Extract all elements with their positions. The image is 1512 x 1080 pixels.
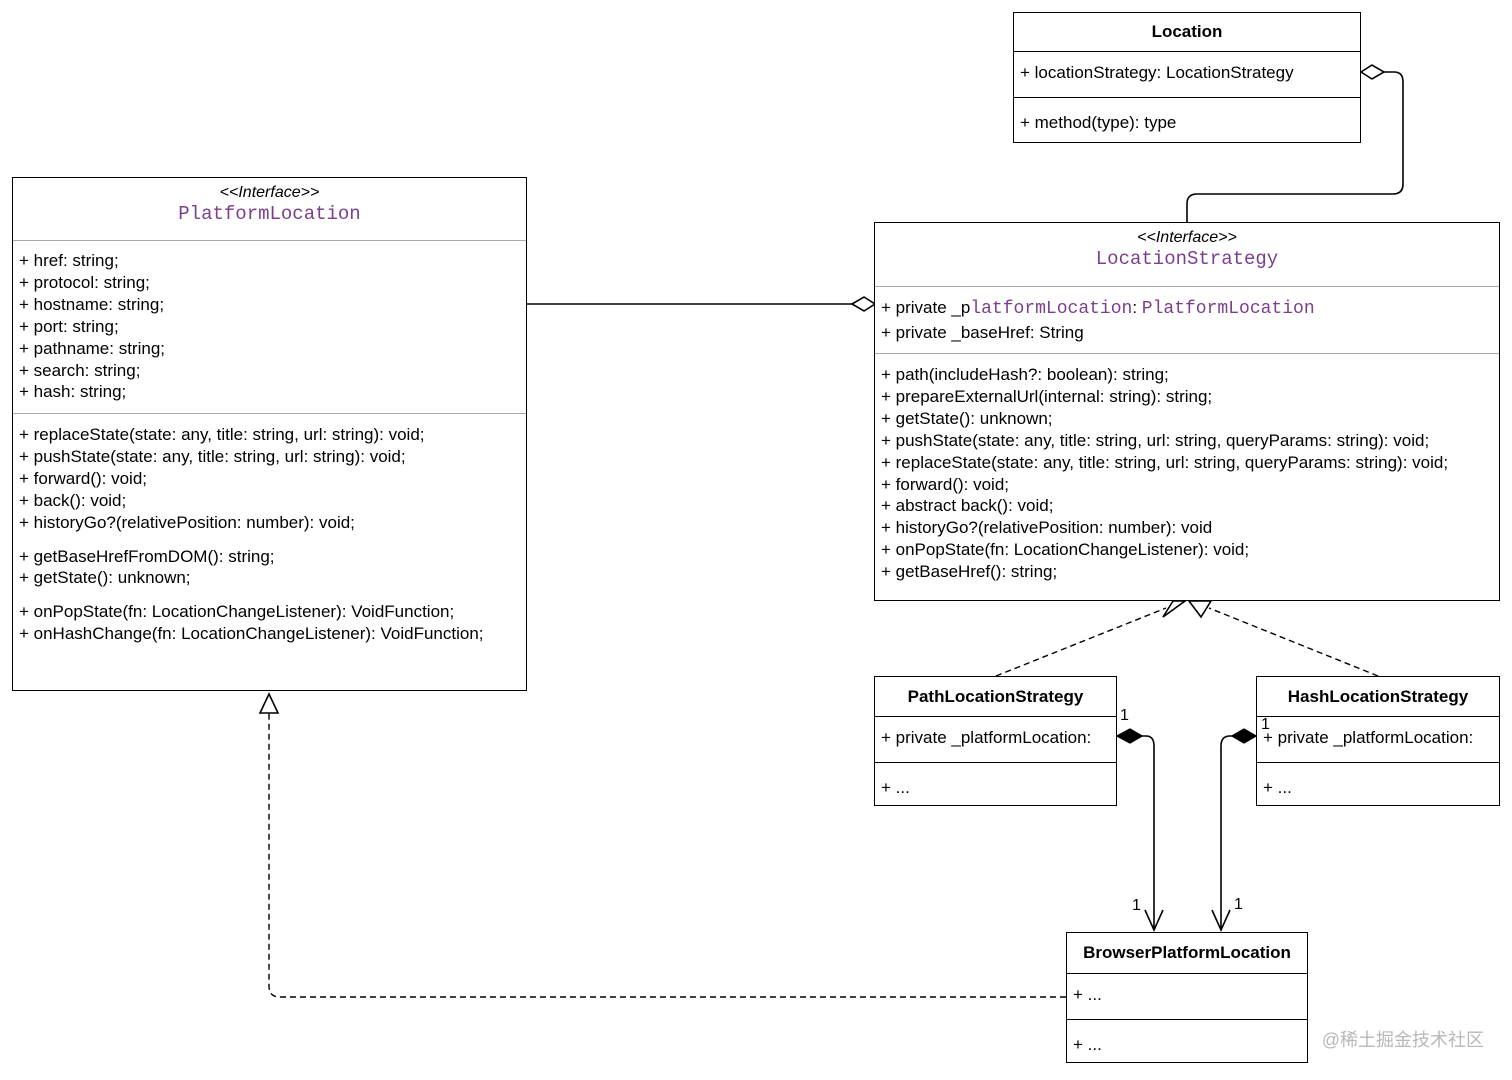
method: + back(): void; [19, 490, 127, 510]
class-header: HashLocationStrategy [1257, 677, 1499, 716]
composition-line-path [1142, 735, 1155, 930]
method: + getBaseHrefFromDOM(): string; [19, 546, 275, 566]
realization-line-path [995, 607, 1167, 677]
interface-name: PlatformLocation [178, 203, 361, 225]
composition-arrow-path [1144, 909, 1164, 932]
method: + ... [1073, 1035, 1102, 1054]
attributes-section: + locationStrategy: LocationStrategy [1014, 51, 1360, 97]
multiplicity-hash-target: 1 [1234, 896, 1243, 913]
method: + replaceState(state: any, title: string… [19, 425, 425, 444]
methods-section: + path(includeHash?: boolean): string; +… [875, 353, 1499, 587]
attribute: + hostname: string; [19, 294, 165, 314]
aggregation-line-location-strategy [1186, 71, 1404, 222]
attribute: + private _baseHref: String [881, 323, 1084, 342]
method: + onHashChange(fn: LocationChangeListene… [19, 624, 484, 644]
attributes-section: + href: string; + protocol: string; + ho… [13, 240, 526, 413]
attribute: + port: string; [19, 316, 119, 336]
composition-diamond-hash [1230, 728, 1258, 744]
method: + pushState(state: any, title: string, u… [881, 430, 1430, 450]
class-platform-location[interactable]: <<Interface>> PlatformLocation + href: s… [12, 177, 527, 691]
class-browser-platform-location[interactable]: BrowserPlatformLocation + ... + ... [1066, 932, 1308, 1063]
method: + forward(): void; [881, 474, 1010, 494]
composition-arrow-hash [1211, 909, 1231, 932]
realization-arrowhead-platform [258, 692, 280, 714]
class-name: Location [1151, 22, 1223, 41]
attribute: + ... [1073, 985, 1102, 1004]
composition-diamond-path [1115, 728, 1144, 744]
class-location-strategy[interactable]: <<Interface>> LocationStrategy + private… [874, 222, 1500, 601]
method: + ... [881, 778, 910, 797]
class-name: BrowserPlatformLocation [1083, 943, 1291, 962]
aggregation-diamond-strategy [850, 296, 877, 312]
class-header: BrowserPlatformLocation [1067, 933, 1307, 973]
stereotype: <<Interface>> [1137, 229, 1237, 246]
class-hash-location-strategy[interactable]: HashLocationStrategy + private _platform… [1256, 676, 1500, 806]
method: + pushState(state: any, title: string, u… [19, 446, 406, 466]
attribute: + href: string; [19, 251, 119, 270]
realization-line-browser [268, 713, 1066, 998]
multiplicity-path-target: 1 [1132, 897, 1141, 914]
methods-section: + ... [875, 762, 1116, 803]
attributes-section: + private _platformLocation: [875, 716, 1116, 762]
method: + getBaseHref(): string; [881, 562, 1058, 582]
method: + historyGo?(relativePosition: number): … [881, 518, 1213, 538]
realization-arrowhead-path [1162, 600, 1188, 618]
attribute: + private _platformLocation: [1263, 728, 1474, 747]
class-header: PathLocationStrategy [875, 677, 1116, 716]
method: + onPopState(fn: LocationChangeListener)… [19, 602, 455, 622]
class-name: PathLocationStrategy [907, 687, 1084, 706]
stereotype: <<Interface>> [219, 184, 320, 201]
multiplicity-hash-owner: 1 [1261, 716, 1270, 733]
attribute: + search: string; [19, 360, 141, 380]
interface-name: LocationStrategy [1095, 248, 1279, 270]
class-header: <<Interface>> LocationStrategy [875, 223, 1499, 286]
composition-line-hash [1220, 735, 1232, 930]
method: + abstract back(): void; [881, 496, 1054, 516]
methods-section: + replaceState(state: any, title: string… [13, 413, 526, 649]
aggregation-diamond-location [1359, 64, 1386, 80]
method: + getState(): unknown; [881, 408, 1053, 428]
attribute: + protocol: string; [19, 272, 150, 292]
attributes-section: + ... [1067, 973, 1307, 1019]
class-header: Location [1014, 13, 1360, 51]
attributes-section: + private _platformLocation: PlatformLoc… [875, 286, 1499, 353]
methods-section: + ... [1257, 762, 1499, 803]
method: + prepareExternalUrl(internal: string): … [881, 386, 1213, 406]
method: + forward(): void; [19, 468, 148, 488]
method: + historyGo?(relativePosition: number): … [19, 512, 355, 532]
class-header: <<Interface>> PlatformLocation [13, 178, 526, 240]
attribute: + locationStrategy: LocationStrategy [1020, 63, 1294, 82]
attribute: + hash: string; [19, 382, 127, 402]
method: + ... [1263, 778, 1292, 797]
attribute: + private _platformLocation: [881, 728, 1092, 747]
method: + onPopState(fn: LocationChangeListener)… [881, 540, 1250, 560]
method: + replaceState(state: any, title: string… [881, 452, 1449, 472]
class-path-location-strategy[interactable]: PathLocationStrategy + private _platform… [874, 676, 1117, 806]
attribute-platform-location: + private _platformLocation: PlatformLoc… [881, 298, 1315, 319]
method: + getState(): unknown; [19, 568, 191, 588]
class-location[interactable]: Location + locationStrategy: LocationStr… [1013, 12, 1361, 143]
class-name: HashLocationStrategy [1287, 687, 1469, 706]
methods-section: + method(type): type [1014, 97, 1360, 138]
methods-section: + ... [1067, 1019, 1307, 1060]
realization-arrowhead-hash [1187, 600, 1213, 619]
watermark: @稀土掘金技术社区 [1321, 1030, 1484, 1050]
method: + path(includeHash?: boolean): string; [881, 365, 1169, 384]
attribute: + pathname: string; [19, 338, 166, 358]
attributes-section: + private _platformLocation: [1257, 716, 1499, 762]
multiplicity-path-owner: 1 [1120, 707, 1129, 724]
method: + method(type): type [1020, 113, 1177, 132]
realization-line-hash [1208, 607, 1379, 677]
